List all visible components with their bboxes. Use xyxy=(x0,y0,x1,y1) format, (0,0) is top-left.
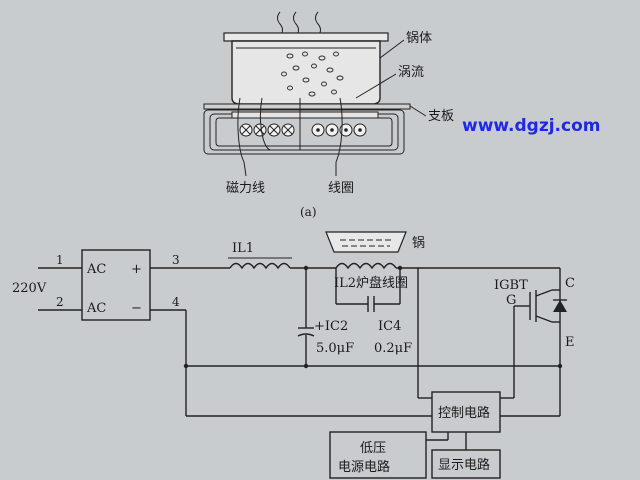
pot-body xyxy=(231,40,381,105)
label-collector: C xyxy=(565,276,575,291)
circuit: 1 2 220V AC AC + − 3 IL1 IL2炉盘线圈 锅 + xyxy=(12,231,575,479)
leader-pot-body xyxy=(379,39,405,59)
label-il1: IL1 xyxy=(232,241,254,256)
label-display-circuit: 显示电路 xyxy=(438,457,490,473)
rectifier-minus: − xyxy=(131,301,142,316)
igbt-collector-lead xyxy=(535,289,553,297)
node-dot xyxy=(303,363,309,369)
label-igbt: IGBT xyxy=(494,278,528,293)
label-low-voltage-1: 低压 xyxy=(360,441,386,456)
rectifier-ac-bottom: AC xyxy=(86,301,106,316)
capacitor-ic2-plate xyxy=(297,333,315,337)
pot-rim xyxy=(223,32,389,42)
leader-support xyxy=(409,105,427,117)
coil-conductors-right xyxy=(311,123,367,137)
label-magnetic-lines: 磁力线 xyxy=(226,181,265,196)
pot-figure: 锅体 涡流 支板 磁力线 线圈 (a) xyxy=(203,11,454,219)
figure-caption: (a) xyxy=(300,205,317,219)
rectifier-plus: + xyxy=(131,262,142,277)
support-plate xyxy=(203,103,411,110)
pot-symbol xyxy=(325,231,407,253)
ferrite-bar xyxy=(231,111,379,119)
label-eddy-current: 涡流 xyxy=(398,65,424,80)
label-support-plate: 支板 xyxy=(428,109,454,124)
field-line xyxy=(259,97,271,151)
low-voltage-power-block xyxy=(329,431,427,479)
pin-2: 2 xyxy=(56,295,64,309)
label-gate: G xyxy=(506,293,516,308)
pin-1: 1 xyxy=(56,253,64,267)
bubbles xyxy=(281,51,344,97)
label-ic4-value: 0.2μF xyxy=(374,341,412,356)
label-control-circuit: 控制电路 xyxy=(438,405,490,421)
field-line xyxy=(335,97,343,163)
rectifier-block xyxy=(81,249,151,321)
pin-3: 3 xyxy=(172,253,180,267)
node-dot xyxy=(557,363,563,369)
igbt-emitter-lead xyxy=(535,315,553,323)
node-dot xyxy=(183,363,189,369)
input-voltage: 220V xyxy=(12,281,47,296)
label-ic2-name: +IC2 xyxy=(314,319,348,334)
label-ic2-value: 5.0μF xyxy=(316,341,354,356)
label-low-voltage-2: 电源电路 xyxy=(338,459,390,475)
watermark: www.dgzj.com xyxy=(462,116,600,136)
label-il2: IL2炉盘线圈 xyxy=(334,275,408,291)
diode-symbol xyxy=(553,300,567,312)
inductor-il1 xyxy=(229,262,291,270)
label-pot-body: 锅体 xyxy=(406,30,432,46)
leader-eddy xyxy=(355,73,397,99)
field-line xyxy=(237,97,245,163)
pin-4: 4 xyxy=(172,295,180,309)
label-coil: 线圈 xyxy=(328,181,354,196)
inductor-il2 xyxy=(335,262,397,270)
coil-conductors-left xyxy=(239,123,295,137)
label-ic4-name: IC4 xyxy=(378,319,401,334)
label-pot: 锅 xyxy=(412,235,425,251)
rectifier-ac-top: AC xyxy=(86,262,106,277)
leader-magnetic xyxy=(243,161,247,177)
coil-housing xyxy=(203,109,405,155)
label-emitter: E xyxy=(565,335,575,350)
